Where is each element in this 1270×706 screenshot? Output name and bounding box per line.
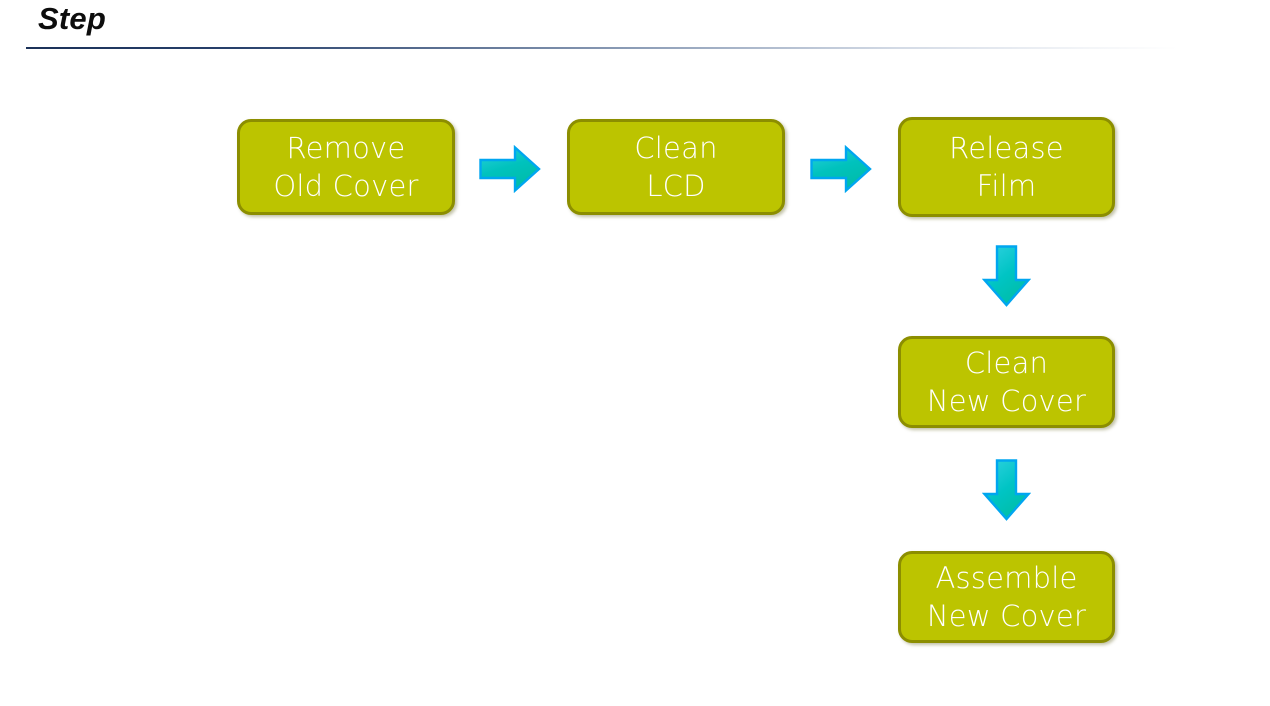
- process-step-remove-old-cover[interactable]: Remove Old Cover: [237, 119, 455, 215]
- arrow-down-icon: [982, 245, 1031, 307]
- process-step-label: Remove Old Cover: [273, 131, 419, 203]
- process-step-label: Clean LCD: [634, 131, 718, 203]
- process-step-label: Clean New Cover: [926, 346, 1087, 418]
- process-step-label: Release Film: [949, 131, 1064, 203]
- arrow-down-icon: [982, 459, 1031, 521]
- process-step-label: Assemble New Cover: [926, 561, 1087, 633]
- process-step-clean-new-cover[interactable]: Clean New Cover: [898, 336, 1115, 428]
- process-step-assemble-new-cover[interactable]: Assemble New Cover: [898, 551, 1115, 643]
- process-step-release-film[interactable]: Release Film: [898, 117, 1115, 217]
- title-divider: [26, 47, 1178, 49]
- page-title: Step: [38, 1, 106, 36]
- arrow-right-icon: [479, 145, 541, 193]
- arrow-right-icon: [810, 145, 872, 193]
- process-step-clean-lcd[interactable]: Clean LCD: [567, 119, 785, 215]
